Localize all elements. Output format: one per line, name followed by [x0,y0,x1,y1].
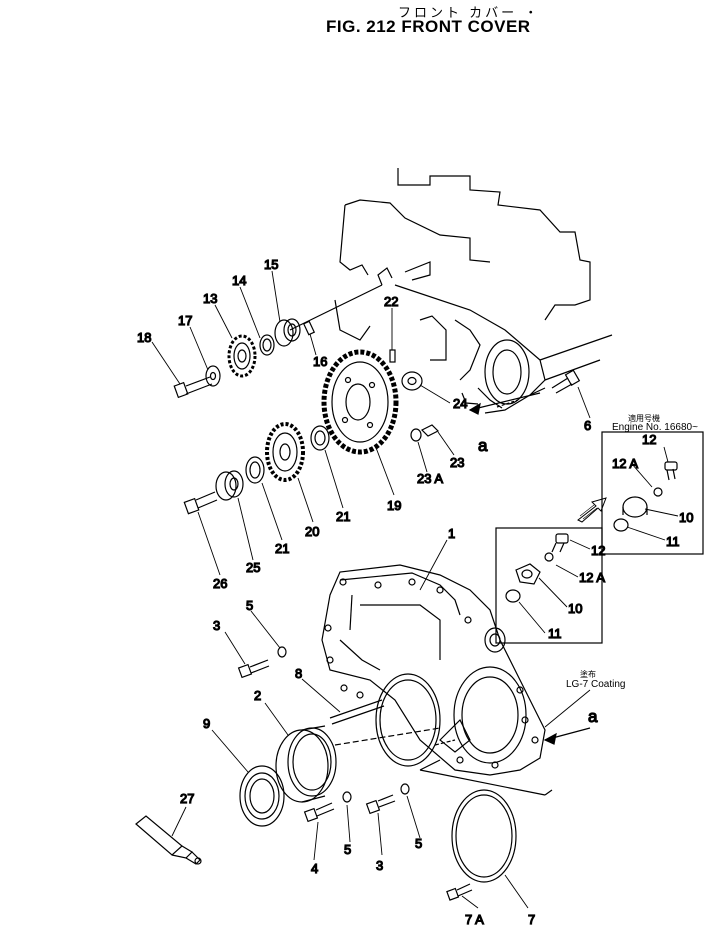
label-part-16: 16 [313,354,327,369]
part-17-washer [205,365,221,387]
label-part-27: 27 [180,791,194,806]
part-20-gear [265,422,305,482]
label-part-5-upper: 5 [246,598,253,613]
label-part-4: 4 [311,861,318,876]
label-part-24: 24 [453,396,467,411]
part-2-seal [275,725,337,803]
part-12-bolt-inset [653,461,678,497]
label-part-19: 19 [387,498,401,513]
label-part-14: 14 [232,273,246,288]
part-1-front-cover [321,564,546,776]
part-4-bolt [303,802,335,823]
part-12-bolt [544,533,569,562]
label-part-17: 17 [178,313,192,328]
label-part-15: 15 [264,257,278,272]
label-part-13: 13 [203,291,217,306]
inset-box-lower [495,527,603,644]
part-26-bolt [183,491,218,515]
label-part-22: 22 [384,294,398,309]
inset-box-serial [601,431,704,555]
part-19-large-gear [321,349,399,455]
part-21-ring-lower [245,456,265,484]
label-part-6: 6 [584,418,591,433]
part-16-pin [302,320,316,336]
coating-note: LG-7 Coating [566,679,625,690]
label-part-12: 12 [591,543,605,558]
label-part-18: 18 [137,330,151,345]
label-part-23a: 23 A [417,471,443,486]
label-part-12-inset: 12 [642,432,656,447]
label-part-3-lower: 3 [376,858,383,873]
coating-note-japanese: 塗布 [580,669,596,679]
part-3-bolt-lower [365,794,396,815]
part-5-washer-lower [400,783,410,795]
leader-lines [151,270,679,909]
label-part-23: 23 [450,455,464,470]
label-part-11: 11 [548,626,562,641]
part-10-cap-inset [613,496,648,532]
label-part-10: 10 [568,601,582,616]
label-part-20: 20 [305,524,319,539]
view-label-a-lower: a [588,707,598,726]
label-part-7: 7 [528,912,535,927]
part-7-gasket [451,789,517,883]
part-8-rod [329,699,385,725]
part-21-ring-upper [310,425,330,451]
part-5-washer-mid [342,791,352,803]
part-9-oil-seal [239,765,285,827]
part-7a-bolt [446,883,473,901]
label-part-10-inset: 10 [679,510,693,525]
part-labels: 1 2 3 3 4 5 5 5 6 7 7 A 8 9 10 10 11 11 … [136,256,698,927]
part-6-bolt [551,369,581,394]
part-22-pin [389,349,396,363]
view-arrow-a-top [469,392,541,411]
figure-title: FIG. 212 FRONT COVER [326,17,531,36]
part-15-bushing [274,318,301,347]
part-25-thrust-plate [215,470,244,501]
direction-arrow [577,497,607,523]
label-part-5-mid: 5 [344,842,351,857]
part-14-ring [259,334,275,356]
part-11-oring [505,589,521,603]
label-part-26: 26 [213,576,227,591]
label-part-11-inset: 11 [666,534,680,549]
label-part-7a: 7 A [465,912,484,927]
label-part-25: 25 [246,560,260,575]
label-part-12a-inset: 12 A [612,456,638,471]
label-part-12a: 12 A [579,570,605,585]
title-japanese: フロント カバー ・ [398,6,541,21]
label-part-2: 2 [254,688,261,703]
label-part-21-upper: 21 [336,509,350,524]
part-27-tool [135,815,202,865]
label-part-8: 8 [295,666,302,681]
label-part-5-lower: 5 [415,836,422,851]
label-part-3-upper: 3 [213,618,220,633]
part-10-plate [515,563,541,585]
label-part-1: 1 [448,526,455,541]
part-5-washer-upper [277,646,287,658]
part-13-gear [227,334,257,378]
part-23-bolt [410,424,440,442]
part-24-washer [401,371,423,391]
part-3-bolt-upper [237,659,270,679]
label-part-9: 9 [203,716,210,731]
serial-note-japanese: 適用号機 [628,413,660,423]
engine-block-outline [334,168,613,414]
serial-note: Engine No. 16680~ [612,422,698,433]
view-label-a-top: a [478,436,488,455]
label-part-21-lower: 21 [275,541,289,556]
